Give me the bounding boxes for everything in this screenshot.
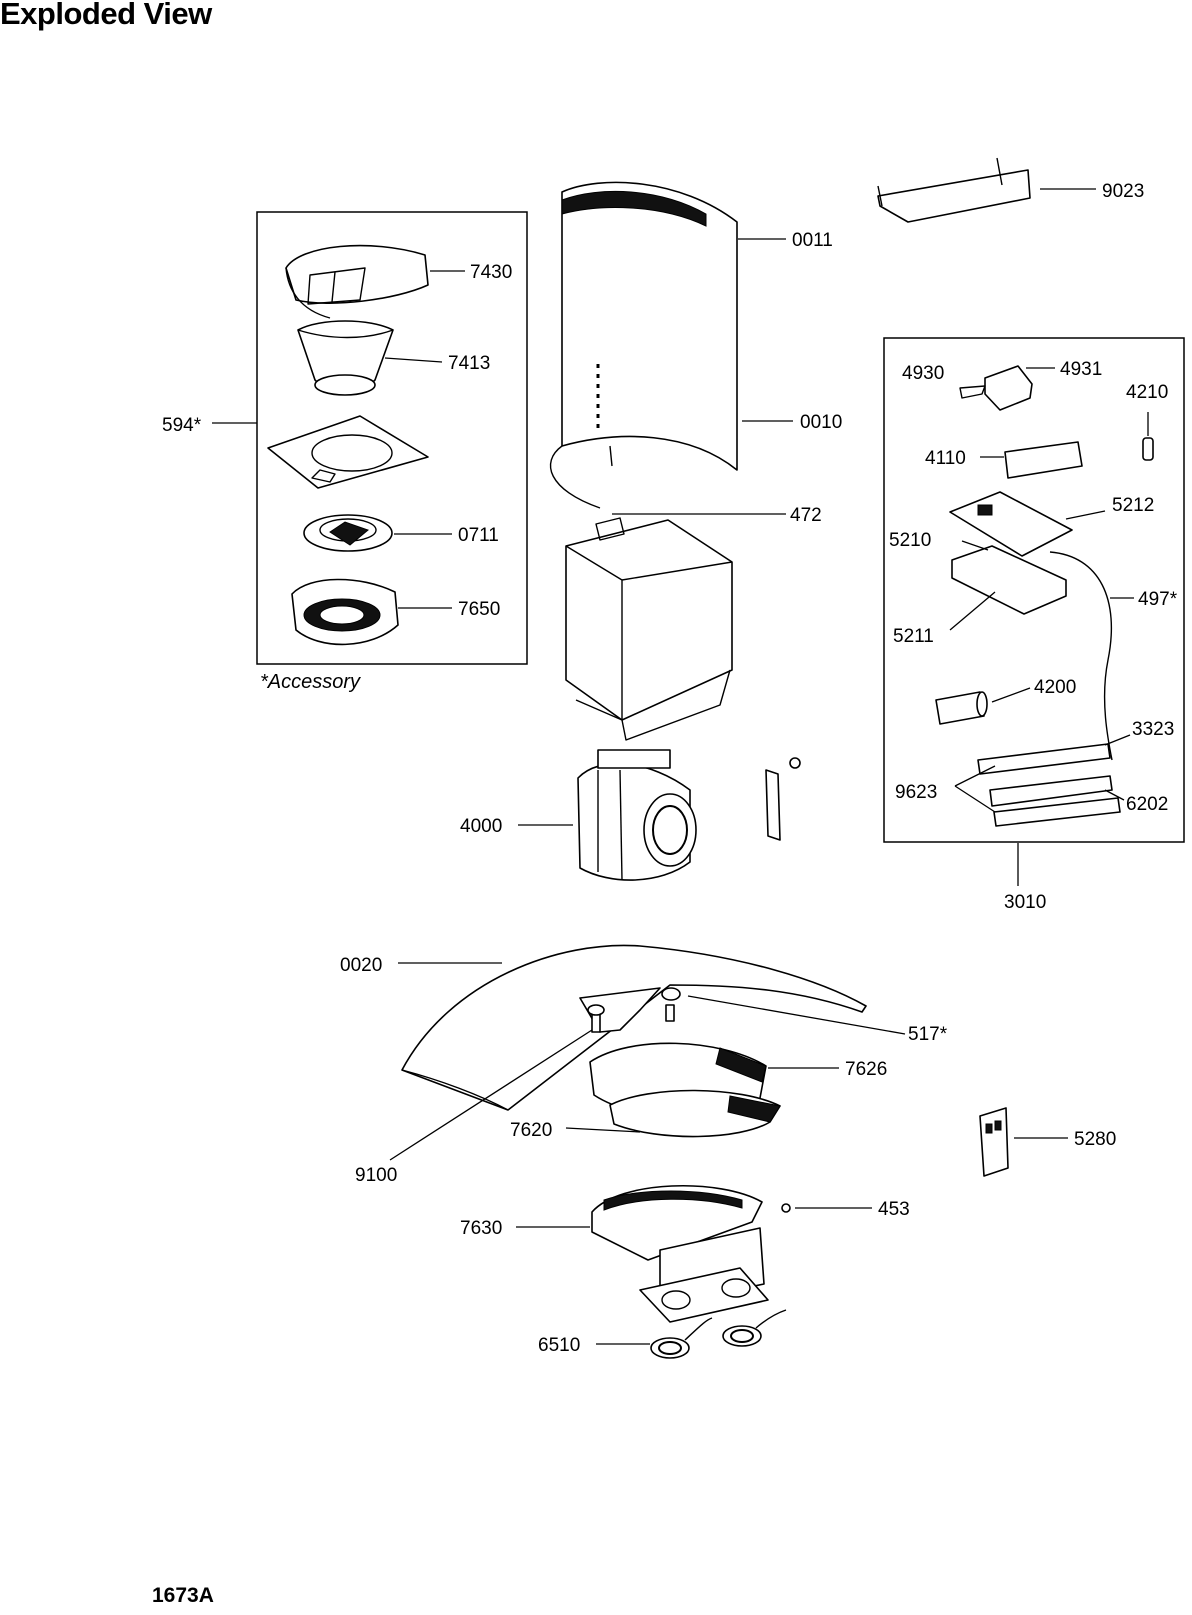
page-title: Exploded View	[0, 0, 212, 31]
label-6510: 6510	[538, 1335, 580, 1356]
part-5280-remote	[979, 1107, 1009, 1177]
part-4200-capacitor	[935, 691, 988, 725]
part-mounting-plate	[267, 415, 429, 489]
label-4931: 4931	[1060, 359, 1102, 380]
part-7630-light-housing	[591, 1184, 769, 1323]
part-6510-lamp	[650, 1309, 787, 1359]
label-7630: 7630	[460, 1218, 502, 1239]
part-453-screw	[781, 1203, 791, 1213]
label-5212: 5212	[1112, 495, 1154, 516]
part-5212-control-board	[949, 491, 1073, 557]
label-7626: 7626	[845, 1059, 887, 1080]
label-9623: 9623	[895, 782, 937, 803]
part-3323-switch-board	[977, 743, 1121, 827]
part-7650-filter-housing	[291, 578, 399, 646]
accessory-group-box	[256, 211, 528, 665]
part-517-nut	[661, 987, 681, 1022]
part-0010-0011-chimney	[549, 181, 738, 509]
label-5280: 5280	[1074, 1129, 1116, 1150]
label-3323: 3323	[1132, 719, 1174, 740]
part-motor-housing-box	[565, 517, 733, 741]
label-5210: 5210	[889, 530, 931, 551]
part-side-bracket	[765, 757, 801, 841]
label-0020: 0020	[340, 955, 382, 976]
part-7620-filter-frame	[609, 1089, 781, 1138]
part-0711-damper	[303, 514, 393, 552]
part-4931-transformer	[959, 365, 1033, 411]
label-6202: 6202	[1126, 794, 1168, 815]
label-5211: 5211	[893, 626, 934, 647]
part-4000-blower	[577, 749, 697, 881]
accessory-note: *Accessory	[260, 671, 361, 693]
part-7413-flex-duct	[297, 320, 394, 396]
label-4200: 4200	[1034, 677, 1076, 698]
part-4110-ballast	[1004, 441, 1083, 479]
part-497-wiring	[1049, 551, 1113, 761]
label-472: 472	[790, 505, 822, 526]
label-0010: 0010	[800, 412, 842, 433]
label-9023: 9023	[1102, 181, 1144, 202]
part-5211-board-housing	[951, 545, 1067, 615]
label-453: 453	[878, 1199, 910, 1220]
part-7430-duct-adapter	[285, 244, 429, 319]
label-4110: 4110	[925, 448, 966, 469]
label-7430: 7430	[470, 262, 512, 283]
label-7620: 7620	[510, 1120, 552, 1141]
label-7413: 7413	[448, 353, 490, 374]
part-4210-fuse	[1142, 437, 1154, 461]
part-9100-screw	[587, 1004, 605, 1033]
label-0011: 0011	[792, 230, 833, 251]
label-497: 497*	[1138, 589, 1178, 610]
part-9023-bracket	[877, 157, 1031, 223]
label-0711: 0711	[458, 525, 499, 546]
electrical-group-box	[883, 337, 1185, 843]
label-4930: 4930	[902, 363, 944, 384]
label-594: 594*	[162, 415, 202, 436]
drawing-code: 1673A	[152, 1584, 214, 1607]
label-7650: 7650	[458, 599, 500, 620]
label-9100: 9100	[355, 1165, 397, 1186]
label-4210: 4210	[1126, 382, 1168, 403]
label-517: 517*	[908, 1024, 948, 1045]
label-3010: 3010	[1004, 892, 1046, 913]
label-4000: 4000	[460, 816, 502, 837]
